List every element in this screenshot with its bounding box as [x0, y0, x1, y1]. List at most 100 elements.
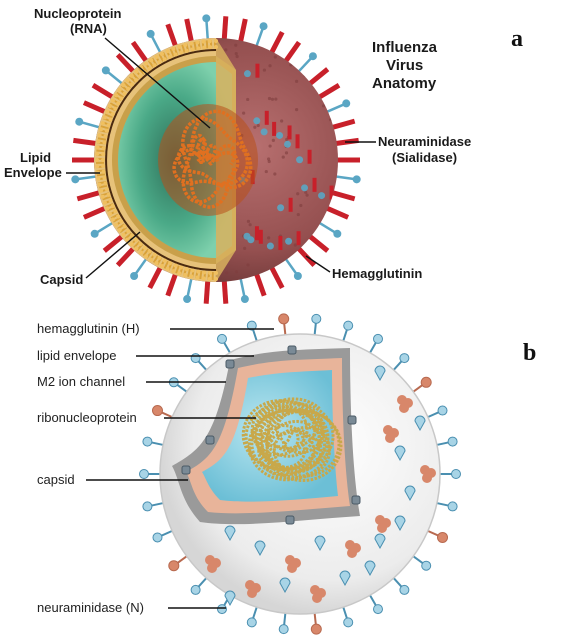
- neuraminidase-head: [333, 229, 342, 238]
- shell-texture-dot: [309, 74, 313, 79]
- lipid-head: [126, 229, 131, 234]
- label-capsid-b: capsid: [37, 472, 75, 487]
- surface-spikes: [71, 14, 361, 304]
- neuraminidase-head: [130, 272, 139, 281]
- lipid-head: [214, 45, 218, 49]
- lipid-head: [195, 275, 200, 280]
- hemagglutinin-spike: [130, 40, 149, 64]
- neuraminidase-head: [90, 229, 99, 238]
- lipid-head: [154, 261, 159, 266]
- lipid-head: [108, 198, 113, 203]
- envelope-band: [96, 40, 217, 280]
- lipid-head: [97, 182, 102, 187]
- shell-texture-dot: [248, 223, 252, 227]
- hemagglutinin-head: [190, 584, 201, 595]
- shell-texture-dot: [246, 263, 250, 267]
- lipid-head: [190, 268, 195, 273]
- shell-texture-dot: [266, 157, 271, 161]
- shell-texture-dot: [284, 151, 289, 155]
- hemagglutinin-surface: [307, 149, 312, 164]
- hemagglutinin-head: [447, 501, 458, 512]
- hemagglutinin-trimer: [394, 445, 406, 462]
- shell-texture-dot: [327, 266, 331, 270]
- hemagglutinin-spike: [73, 137, 98, 147]
- neuraminidase-head: [310, 623, 322, 635]
- neuraminidase-cluster: [422, 473, 432, 483]
- hemagglutinin-surface: [296, 231, 301, 246]
- shell-texture-dot: [305, 193, 309, 197]
- lipid-head: [104, 187, 109, 192]
- lipid-head: [122, 224, 127, 229]
- lipid-head: [214, 39, 218, 43]
- hemagglutinin-head: [343, 617, 354, 628]
- lipid-head: [214, 271, 218, 275]
- neuraminidase-cluster: [385, 433, 395, 443]
- hemagglutinin-spike: [76, 189, 102, 202]
- lipid-head: [113, 106, 118, 111]
- title-line-1: Influenza: [372, 39, 438, 56]
- hemagglutinin-trimer: [314, 535, 326, 552]
- lipid-head: [165, 266, 170, 271]
- label-nucleoprotein: Nucleoprotein: [34, 6, 121, 21]
- hemagglutinin-trimer: [224, 525, 236, 542]
- shell-texture-dot: [304, 190, 308, 194]
- hemagglutinin-spike: [165, 272, 179, 297]
- panel-b-illustration: [139, 313, 461, 635]
- panel-a-labels: a Influenza Virus Anatomy Nucleoprotein …: [4, 6, 523, 287]
- lipid-head: [139, 250, 144, 255]
- hemagglutinin-surface: [295, 134, 300, 149]
- lipid-head: [103, 181, 108, 186]
- hemagglutinin-surface: [264, 110, 269, 125]
- label-hemagglutinin-b: hemagglutinin (H): [37, 321, 140, 336]
- lipid-head: [138, 74, 143, 79]
- shell-texture-dot: [295, 107, 299, 112]
- hemagglutinin-spike: [82, 100, 107, 115]
- lipid-head: [147, 66, 152, 71]
- rnp-strand: [253, 397, 335, 472]
- label-lipid-envelope: lipid envelope: [37, 348, 117, 363]
- hemagglutinin-head: [399, 353, 410, 364]
- hemagglutinin-surface: [258, 229, 263, 244]
- hemagglutinin-head: [437, 405, 448, 416]
- lipid-head: [101, 152, 106, 157]
- lipid-head: [179, 265, 184, 270]
- shell-texture-dot: [264, 169, 268, 174]
- label-lipid: Lipid: [20, 150, 51, 165]
- lipid-head: [116, 214, 121, 219]
- lipid-head: [171, 269, 176, 274]
- shell-texture-dot: [267, 159, 271, 164]
- lipid-head: [130, 233, 135, 238]
- shell-texture-dot: [268, 144, 272, 148]
- lipid-head: [97, 133, 102, 138]
- lipid-head: [202, 270, 207, 275]
- hemagglutinin-spike: [115, 245, 136, 267]
- shell-texture-dot: [329, 118, 333, 122]
- neuraminidase-surface: [318, 192, 326, 200]
- hemagglutinin-spike: [330, 118, 356, 131]
- hemagglutinin-trimer: [279, 577, 291, 594]
- lipid-head: [177, 44, 182, 49]
- neuraminidase-head: [101, 66, 110, 75]
- hemagglutinin-head: [142, 501, 153, 512]
- lipid-head: [116, 101, 121, 106]
- neuraminidase-cluster: [399, 403, 409, 413]
- hemagglutinin-trimer: [254, 540, 266, 557]
- lipid-head: [108, 117, 113, 122]
- lipid-head: [152, 63, 157, 68]
- lipid-head: [202, 45, 207, 50]
- shell-texture-dot: [293, 61, 297, 65]
- hemagglutinin-spike: [91, 83, 115, 100]
- lipid-head: [183, 272, 188, 277]
- neuraminidase-surface: [296, 156, 304, 164]
- hemagglutinin-spike: [221, 279, 229, 304]
- lipid-head: [195, 40, 200, 45]
- lipid-head: [103, 134, 108, 139]
- lipid-head: [102, 200, 107, 205]
- lipid-head: [138, 241, 143, 246]
- lipid-head: [149, 58, 154, 63]
- hemagglutinin-spike: [325, 205, 350, 220]
- lipid-head: [159, 51, 164, 56]
- shell-texture-dot: [242, 111, 246, 115]
- hemagglutinin-spike: [115, 53, 136, 75]
